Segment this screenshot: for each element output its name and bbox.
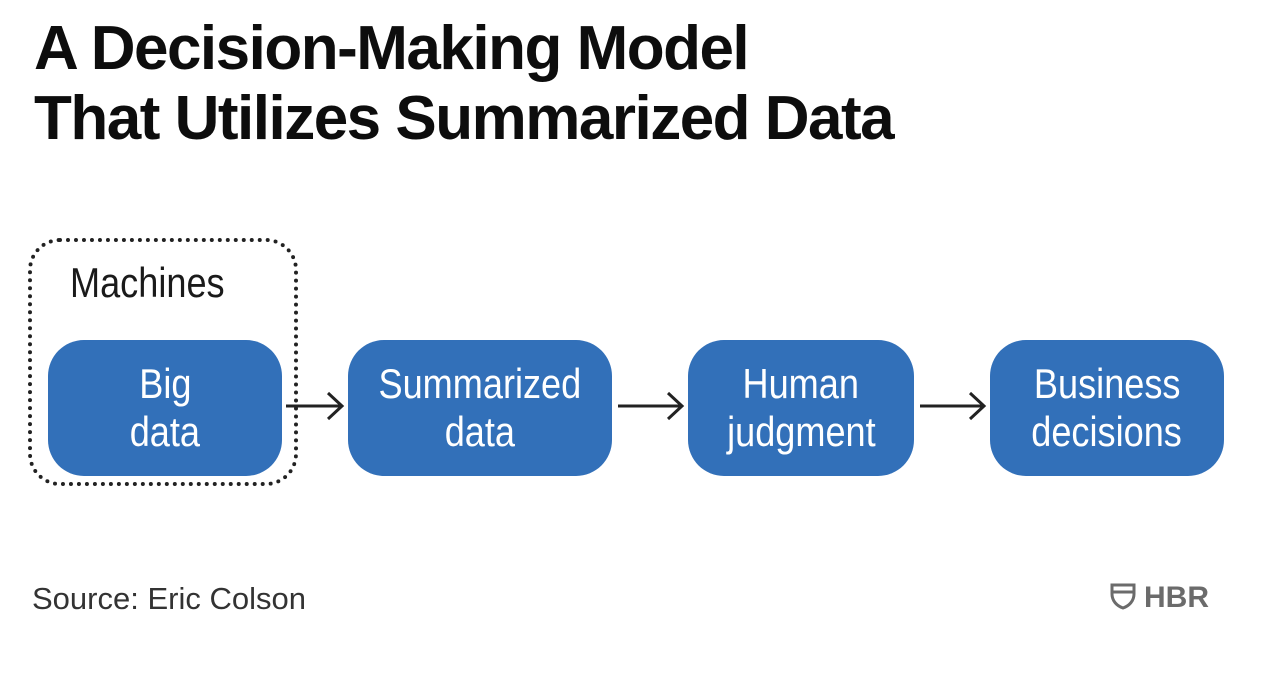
machines-group-label: Machines bbox=[70, 259, 225, 306]
node-summarized-data-line-2: data bbox=[444, 408, 516, 455]
hbr-logo: HBR bbox=[1110, 580, 1209, 616]
source-credit: Source: Eric Colson bbox=[32, 581, 306, 616]
node-human-judgment-line-1: Human bbox=[742, 360, 860, 407]
arrow-big-data-to-summarized-data bbox=[284, 388, 346, 424]
node-human-judgment: Human judgment bbox=[688, 340, 914, 476]
title-line-2: That Utilizes Summarized Data bbox=[34, 84, 895, 153]
node-business-decisions-line-1: Business bbox=[1033, 360, 1181, 407]
node-business-decisions: Business decisions bbox=[990, 340, 1224, 476]
arrow-summarized-data-to-human-judgment bbox=[614, 388, 686, 424]
arrow-human-judgment-to-business-decisions bbox=[916, 388, 988, 424]
hbr-logo-text: HBR bbox=[1144, 581, 1209, 614]
node-big-data-line-1: Big bbox=[138, 360, 192, 407]
node-big-data: Big data bbox=[48, 340, 282, 476]
diagram-title: A Decision-Making Model That Utilizes Su… bbox=[34, 14, 1234, 154]
node-big-data-line-2: data bbox=[129, 408, 201, 455]
hbr-shield-icon bbox=[1110, 582, 1136, 615]
node-summarized-data: Summarized data bbox=[348, 340, 612, 476]
node-business-decisions-line-2: decisions bbox=[1031, 408, 1183, 455]
machines-group-boundary bbox=[28, 238, 298, 486]
node-summarized-data-line-1: Summarized bbox=[378, 360, 582, 407]
node-human-judgment-line-2: judgment bbox=[726, 408, 876, 455]
title-line-1: A Decision-Making Model bbox=[34, 14, 750, 83]
